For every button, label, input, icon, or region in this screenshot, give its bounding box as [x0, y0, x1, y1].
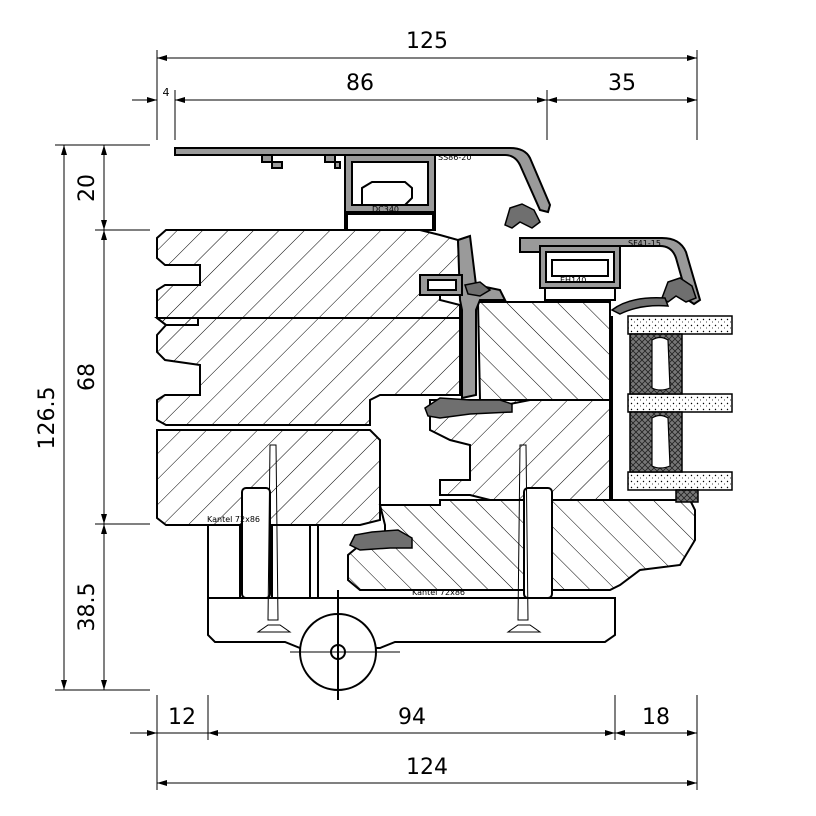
dim-top-middle: 86 [346, 71, 374, 96]
dowel-left [241, 487, 271, 599]
glazing-seal [610, 297, 670, 315]
hinge-roller [290, 590, 400, 700]
dowel-right [523, 487, 553, 599]
label-timber-lower: Kantel 72x86 [412, 588, 465, 597]
dim-left-total: 126.5 [35, 387, 60, 450]
dim-bottom-right: 18 [642, 705, 670, 730]
left-dimensions: 126.5 20 68 38.5 [35, 144, 150, 691]
screw-right [517, 444, 529, 621]
label-timber-upper: Kantel 72x86 [207, 515, 260, 524]
outer-frame-timber [156, 229, 462, 326]
outer-frame-timber-lower [154, 317, 461, 426]
label-profile-right-clip: EH140 [560, 276, 586, 285]
dim-top-total: 125 [406, 29, 448, 54]
dim-bottom-total: 124 [406, 755, 448, 780]
label-profile-top-clip: DC340 [372, 205, 399, 214]
glazing-unit [611, 315, 733, 503]
label-profile-top: SS86-20 [438, 153, 471, 162]
aluminium-profile-ss86 [174, 147, 552, 214]
dim-top-right: 35 [608, 71, 636, 96]
top-dimensions: 125 4 86 35 [132, 29, 698, 140]
clip-dc340 [361, 181, 413, 206]
bottom-dimensions: 12 94 18 124 [130, 695, 698, 790]
lower-gasket [424, 397, 513, 419]
seal-right [661, 277, 697, 303]
sill-gasket [348, 529, 413, 551]
dim-left-middle: 68 [75, 363, 100, 391]
dim-left-bottom: 38.5 [75, 583, 100, 632]
dim-top-left-small: 4 [163, 86, 170, 99]
bottom-cover-profile [207, 597, 616, 649]
middle-gasket [456, 234, 507, 400]
lower-frame-timber [156, 429, 381, 526]
dim-left-top: 20 [75, 174, 100, 202]
seal-top-right [504, 203, 541, 229]
screw-left [267, 444, 279, 621]
sash-timber-upper [476, 301, 611, 407]
dim-bottom-left: 12 [168, 705, 196, 730]
label-profile-right: SF41-15 [628, 239, 661, 248]
dim-bottom-middle: 94 [398, 705, 426, 730]
